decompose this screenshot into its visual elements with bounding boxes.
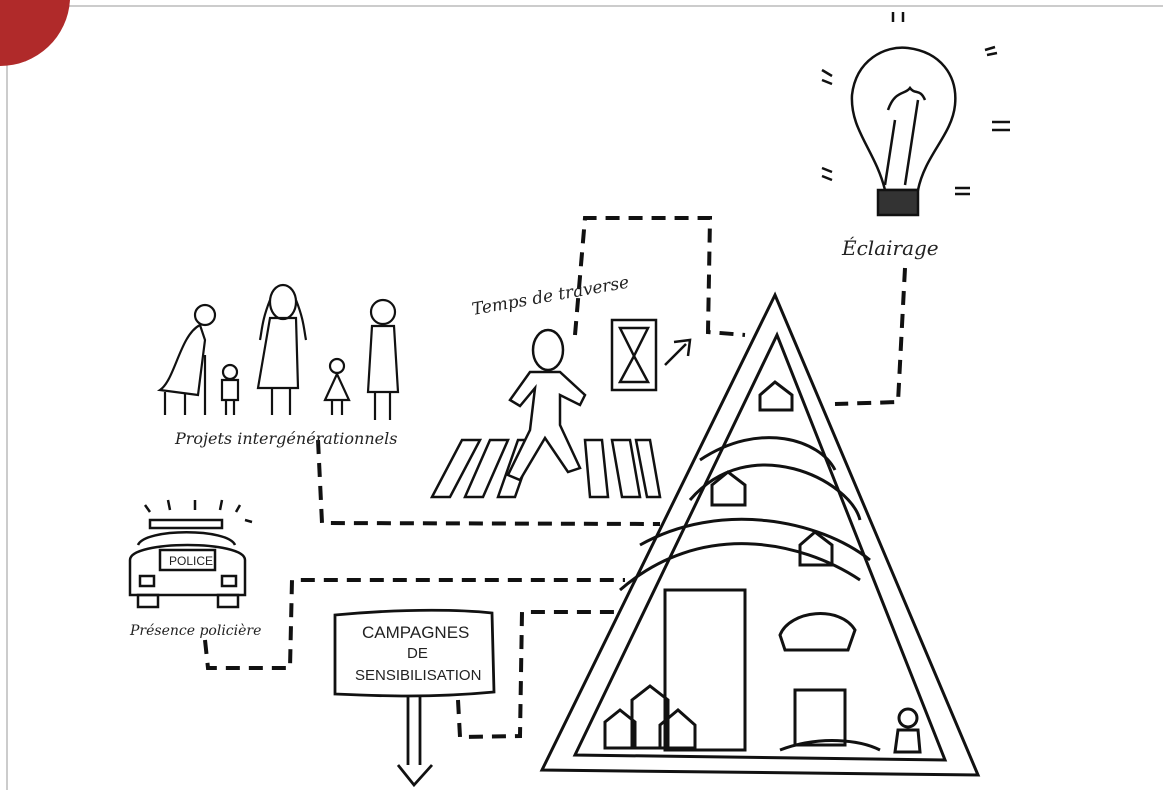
family-icon (156, 283, 400, 420)
connector-projets (316, 439, 661, 526)
campagnes-line2: DE (407, 645, 428, 662)
label-police-badge: POLICE (169, 554, 213, 568)
campagnes-line3: SENSIBILISATION (355, 667, 481, 684)
connector-campagnes (456, 610, 620, 740)
pedestrian-icon (506, 328, 587, 482)
campagnes-line1: CAMPAGNES (362, 623, 469, 642)
label-projets: Projets intergénérationnels (174, 429, 397, 448)
signpost-icon (333, 608, 496, 788)
label-presence: Présence policière (129, 623, 261, 639)
arrow-icon (664, 338, 692, 366)
crosswalk (429, 438, 662, 499)
connector-traverse (573, 216, 746, 337)
hourglass-icon (610, 318, 658, 392)
label-temps-traverse: Temps de traverse (470, 273, 630, 320)
police-car-icon (128, 499, 253, 609)
triangle-city-icon (539, 291, 981, 777)
connector-police (203, 578, 625, 670)
dashed-connectors (203, 216, 907, 740)
connector-eclairage (834, 267, 907, 406)
corner-accent (0, 0, 70, 67)
label-eclairage: Éclairage (841, 236, 939, 260)
lightbulb-icon (821, 12, 1010, 217)
